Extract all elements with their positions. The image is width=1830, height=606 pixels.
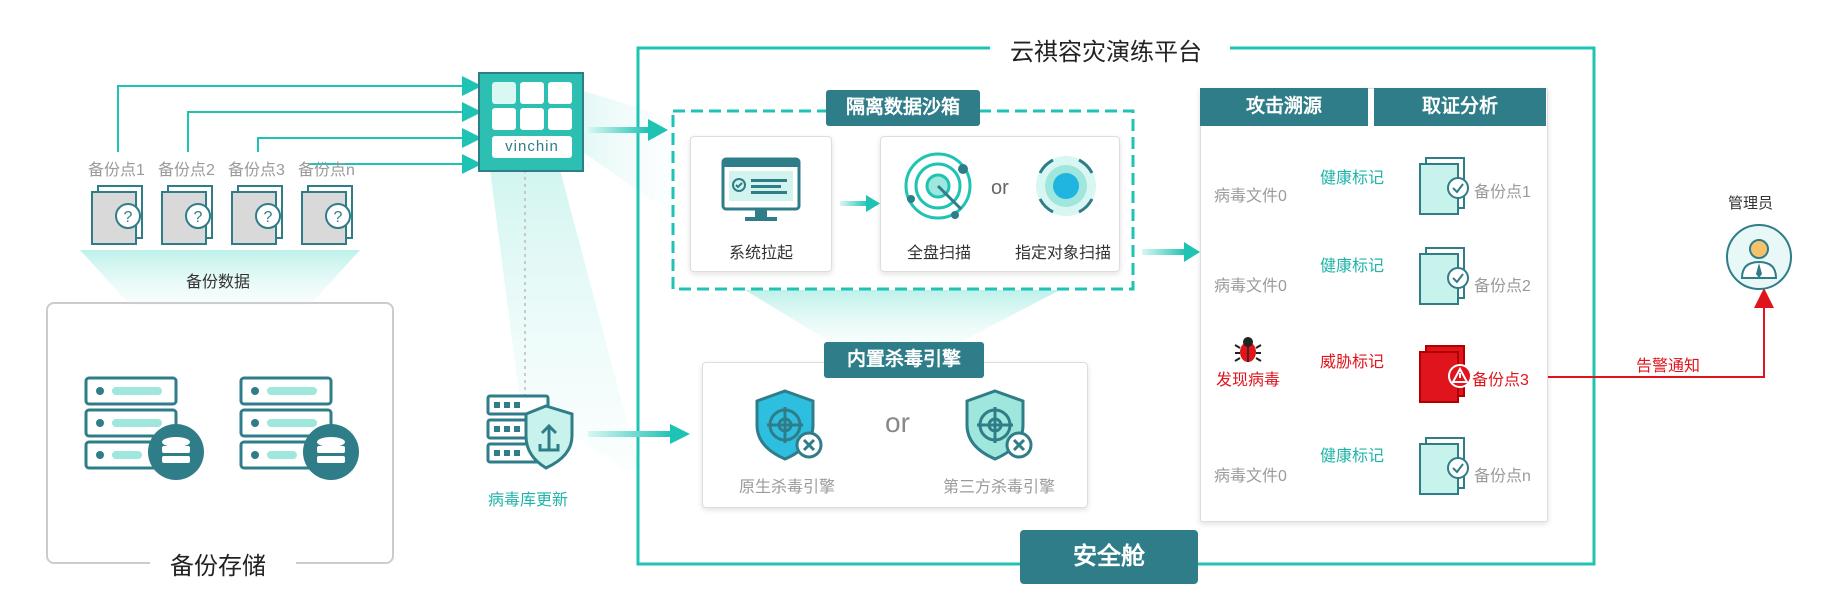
arrow-sandbox-analysis (1142, 242, 1200, 262)
platform-title: 云祺容灾演练平台 (1010, 39, 1202, 66)
database-server-icon (239, 376, 359, 480)
analysis-panel (1200, 88, 1548, 522)
alert-label: 告警通知 (1636, 358, 1701, 375)
scan-card: or 全盘扫描 指定对象扫描 (880, 136, 1120, 272)
sandbox-or: or (991, 177, 1009, 199)
backup-point-label-2: 备份点2 (158, 162, 215, 179)
virus-bug-icon (1234, 337, 1262, 362)
row4-mark: 健康标记 (1320, 448, 1385, 465)
row1-mark: 健康标记 (1320, 170, 1385, 187)
engine-or: or (885, 407, 910, 438)
svg-text:?: ? (124, 209, 133, 226)
backup-point-label-n: 备份点n (298, 162, 355, 179)
vinchin-glow-top (578, 90, 680, 220)
row2-mark: 健康标记 (1320, 258, 1385, 275)
virus-db-icon (486, 394, 574, 470)
line-bp2 (187, 102, 482, 152)
row4-left: 病毒文件0 (1214, 468, 1287, 485)
vinchin-logo: vinchin (492, 136, 572, 158)
arrow-virusdb-engine (588, 424, 690, 444)
unknown-file-icon: ? (161, 185, 213, 245)
engine-title: 内置杀毒引擎 (824, 342, 984, 378)
backup-data-glow (80, 250, 360, 305)
row3-point: 备份点3 (1472, 372, 1529, 389)
row2-left: 病毒文件0 (1214, 278, 1287, 295)
full-scan-label: 全盘扫描 (907, 245, 972, 262)
backup-point-label-3: 备份点3 (228, 162, 285, 179)
row1-point: 备份点1 (1474, 184, 1531, 201)
server-icons (84, 376, 359, 480)
backup-point-label-1: 备份点1 (88, 162, 145, 179)
radar-scan-icon (904, 152, 972, 220)
row3-left: 发现病毒 (1216, 372, 1281, 389)
unknown-file-icon: ? (301, 185, 353, 245)
native-engine-icon (755, 389, 823, 461)
engine-card: or 原生杀毒引擎 第三方杀毒引擎 (702, 362, 1088, 508)
alert-line (1538, 288, 1774, 378)
attack-trace-header: 攻击溯源 (1200, 88, 1368, 126)
arrow-vinchin-sandbox (588, 119, 668, 141)
system-label: 系统拉起 (729, 245, 794, 262)
healthy-file-icon (1419, 437, 1469, 495)
third-party-engine-icon (965, 389, 1033, 461)
backup-data-label: 备份数据 (186, 274, 251, 291)
native-engine-label: 原生杀毒引擎 (739, 479, 836, 496)
unknown-file-icon: ? (91, 185, 143, 245)
admin-label: 管理员 (1728, 195, 1774, 212)
sandbox-title: 隔离数据沙箱 (826, 90, 980, 126)
threat-file-icon (1419, 345, 1472, 403)
svg-text:?: ? (194, 209, 203, 226)
sandbox-engine-glow (745, 290, 1060, 345)
arrow-system-scan (840, 195, 880, 212)
forensic-header: 取证分析 (1374, 88, 1546, 126)
safe-cabin-label: 安全舱 (1020, 530, 1198, 584)
system-card: 系统拉起 (690, 136, 832, 272)
target-scan-label: 指定对象扫描 (1015, 245, 1112, 262)
vinchin-hub: vinchin (478, 72, 584, 172)
sandbox-frame (671, 109, 1135, 291)
line-bp1 (117, 76, 482, 152)
svg-text:?: ? (334, 209, 343, 226)
svg-text:?: ? (264, 209, 273, 226)
row2-point: 备份点2 (1474, 278, 1531, 295)
third-party-engine-label: 第三方杀毒引擎 (943, 479, 1056, 496)
row1-left: 病毒文件0 (1214, 188, 1287, 205)
healthy-file-icon (1419, 247, 1469, 305)
backup-storage-label: 备份存储 (170, 553, 266, 580)
row4-point: 备份点n (1474, 468, 1531, 485)
database-server-icon (84, 376, 204, 480)
target-scan-icon (1036, 156, 1096, 216)
unknown-file-icon: ? (231, 185, 283, 245)
backup-file-icons: ? ? ? ? (91, 185, 353, 245)
virus-db-label: 病毒库更新 (488, 492, 569, 509)
monitor-icon (721, 157, 801, 221)
admin-avatar-icon (1726, 224, 1792, 290)
healthy-file-icon (1419, 157, 1469, 215)
row3-mark: 威胁标记 (1320, 354, 1385, 371)
line-bp3 (257, 128, 482, 152)
